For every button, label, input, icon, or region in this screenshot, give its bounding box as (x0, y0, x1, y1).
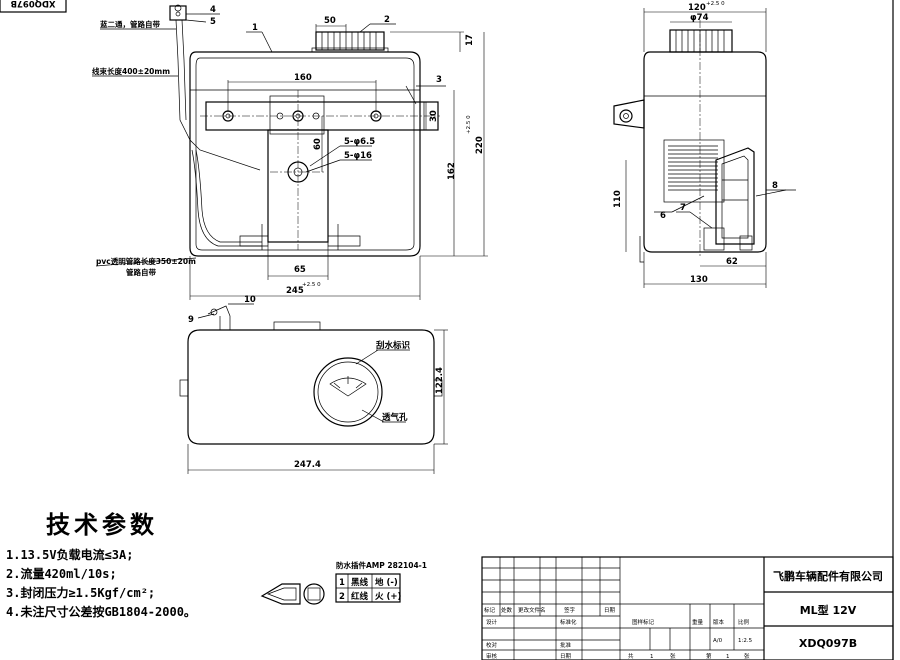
dim-65: 65 (294, 265, 306, 275)
dim-220-tol: +2.5 0 (466, 115, 472, 134)
hole-spec-16: 5-φ16 (344, 151, 372, 161)
tb-check: 校对 (486, 641, 498, 649)
title-block: 标记 处数 更改文件名 签字 日期 设计 标准化 校对 审核 批准 日期 图样标… (481, 556, 894, 660)
dim-17: 17 (465, 34, 475, 46)
dim-162: 162 (447, 162, 457, 180)
tb-scale: 比例 (738, 618, 750, 626)
top-left-label: XDQ097B (10, 0, 55, 8)
conn-row1-func: 地 (-) (375, 577, 398, 588)
dim-74: φ74 (690, 13, 709, 23)
front-view: 1 2 3 4 5 蓝二通，管路自带 线束长度400±20mm pvc透明管路长… (92, 4, 488, 300)
tech-parameters: 技术参数 1.13.5V负载电流≤3A; 2.流量420ml/10s; 3.封闭… (6, 505, 246, 622)
dim-50: 50 (324, 16, 336, 26)
tb-page: 第 (706, 652, 712, 660)
top-left-label-box: XDQ097B (0, 0, 67, 13)
tech-title: 技术参数 (46, 510, 158, 539)
dim-110: 110 (613, 190, 623, 208)
tb-approve: 批准 (560, 641, 572, 649)
tb-mark: 标记 (484, 606, 496, 614)
callout-7: 7 (680, 203, 686, 213)
dim-120: 120 (688, 3, 706, 13)
tb-date: 日期 (604, 607, 616, 614)
tb-page-n: 1 (726, 654, 730, 660)
conn-row2-no: 2 (339, 592, 345, 602)
tb-total-n: 1 (650, 654, 654, 660)
tb-standard: 标准化 (560, 618, 577, 626)
wiper-mark-label: 刮水标识 (376, 340, 411, 351)
vent-hole-label: 透气孔 (382, 412, 408, 423)
tb-weight: 重量 (692, 618, 704, 626)
top-view: 9 10 刮水标识 透气孔 122.4 247.4 (179, 295, 448, 474)
tb-design: 设计 (486, 618, 498, 626)
dim-62: 62 (726, 257, 738, 267)
callout-10: 10 (244, 295, 256, 305)
conn-row2-func: 火 (+) (375, 592, 401, 602)
tech-item-1: 1.13.5V负载电流≤3A; (6, 548, 134, 562)
tech-item-3: 3.封闭压力≥1.5Kgf/cm²; (6, 586, 156, 600)
tech-item-4: 4.未注尺寸公差按GB1804-2000。 (6, 605, 196, 619)
conn-row1-no: 1 (339, 578, 345, 588)
conn-row1-wire: 黑线 (351, 577, 369, 588)
drawing-number: XDQ097B (799, 637, 857, 650)
connector-block: 防水插件AMP 282104-1 1 黑线 地 (-) 2 红线 火 (+) (260, 560, 427, 605)
tech-item-2: 2.流量420ml/10s; (6, 567, 117, 581)
callout-2: 2 (384, 15, 390, 25)
callout-3: 3 (436, 75, 442, 85)
dim-60: 60 (313, 138, 323, 150)
tb-stage-mark: 图样标记 (632, 618, 655, 626)
tb-review: 审核 (486, 652, 498, 660)
side-view: 120 +2.5 0 φ74 110 62 130 6 7 8 (613, 1, 796, 288)
connector-title: 防水插件AMP 282104-1 (336, 560, 427, 570)
conn-row2-wire: 红线 (351, 591, 369, 602)
dim-122-4: 122.4 (435, 367, 445, 394)
pvc-note-line2: 管路自带 (126, 267, 156, 277)
dim-247-4: 247.4 (294, 460, 321, 470)
pvc-note-line1: pvc透明管路长度350±20m (96, 256, 196, 266)
tb-sign: 签字 (564, 606, 576, 614)
tb-sheet: 张 (670, 652, 676, 660)
tb-change-file: 更改文件名 (518, 606, 546, 614)
callout-4: 4 (210, 5, 216, 15)
harness-length-note: 线束长度400±20mm (92, 66, 170, 76)
callout-1: 1 (252, 23, 258, 33)
tb-date-label: 日期 (560, 653, 572, 660)
company-name: 飞鹏车辆配件有限公司 (773, 569, 883, 583)
callout-9: 9 (188, 315, 194, 325)
dim-245-tol: +2.5 0 (302, 282, 321, 288)
dim-245: 245 (286, 286, 304, 296)
wire-note: 蓝二通，管路自带 (100, 19, 160, 29)
callout-8: 8 (772, 181, 778, 191)
dim-130: 130 (690, 275, 708, 285)
dim-220: 220 (475, 136, 485, 154)
tb-total: 共 (628, 652, 634, 660)
tb-version: 版本 (713, 618, 725, 626)
dim-30: 30 (429, 110, 439, 122)
model-name: ML型 12V (800, 603, 857, 617)
tb-count: 处数 (501, 606, 513, 614)
dim-120-tol: +2.5 0 (706, 1, 725, 7)
dim-160: 160 (294, 73, 312, 83)
callout-5: 5 (210, 17, 216, 27)
tb-scale-value: 1:2.5 (738, 638, 753, 644)
callout-6: 6 (660, 211, 666, 221)
tb-version-value: A/0 (713, 638, 723, 644)
hole-spec-6-5: 5-φ6.5 (344, 137, 375, 147)
tb-sheet2: 张 (744, 652, 750, 660)
